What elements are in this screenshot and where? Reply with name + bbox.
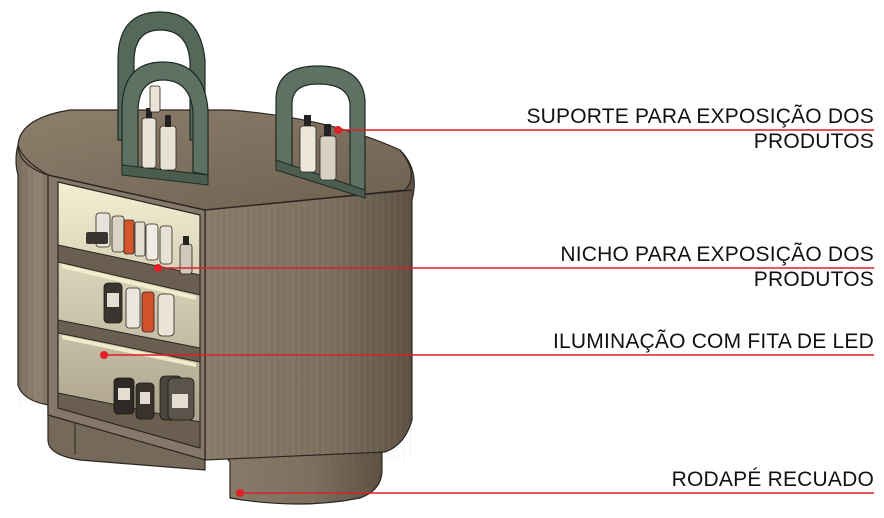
leader-dot-led xyxy=(100,351,108,359)
annotation-led: ILUMINAÇÃO COM FITA DE LED xyxy=(553,329,874,354)
annotation-baseboard-line-1: RODAPÉ RECUADO xyxy=(671,468,874,491)
annotation-support: SUPORTE PARA EXPOSIÇÃO DOS PRODUTOS xyxy=(526,104,874,154)
leader-dot-baseboard xyxy=(236,489,244,497)
niche-products xyxy=(86,212,195,421)
leader-dot-niche xyxy=(154,264,162,272)
leader-dot-support xyxy=(334,126,342,134)
annotation-niche: NICHO PARA EXPOSIÇÃO DOS PRODUTOS xyxy=(560,242,874,292)
arch-products xyxy=(141,85,337,181)
annotation-niche-line-2: PRODUTOS xyxy=(753,268,874,291)
annotation-baseboard: RODAPÉ RECUADO xyxy=(672,467,874,492)
annotation-led-line-1: ILUMINAÇÃO COM FITA DE LED xyxy=(552,330,874,353)
annotation-niche-line-1: NICHO PARA EXPOSIÇÃO DOS xyxy=(560,243,874,266)
leader-lines xyxy=(100,126,874,497)
annotation-support-line-1: SUPORTE PARA EXPOSIÇÃO DOS xyxy=(526,105,874,128)
annotation-support-line-2: PRODUTOS xyxy=(753,130,874,153)
